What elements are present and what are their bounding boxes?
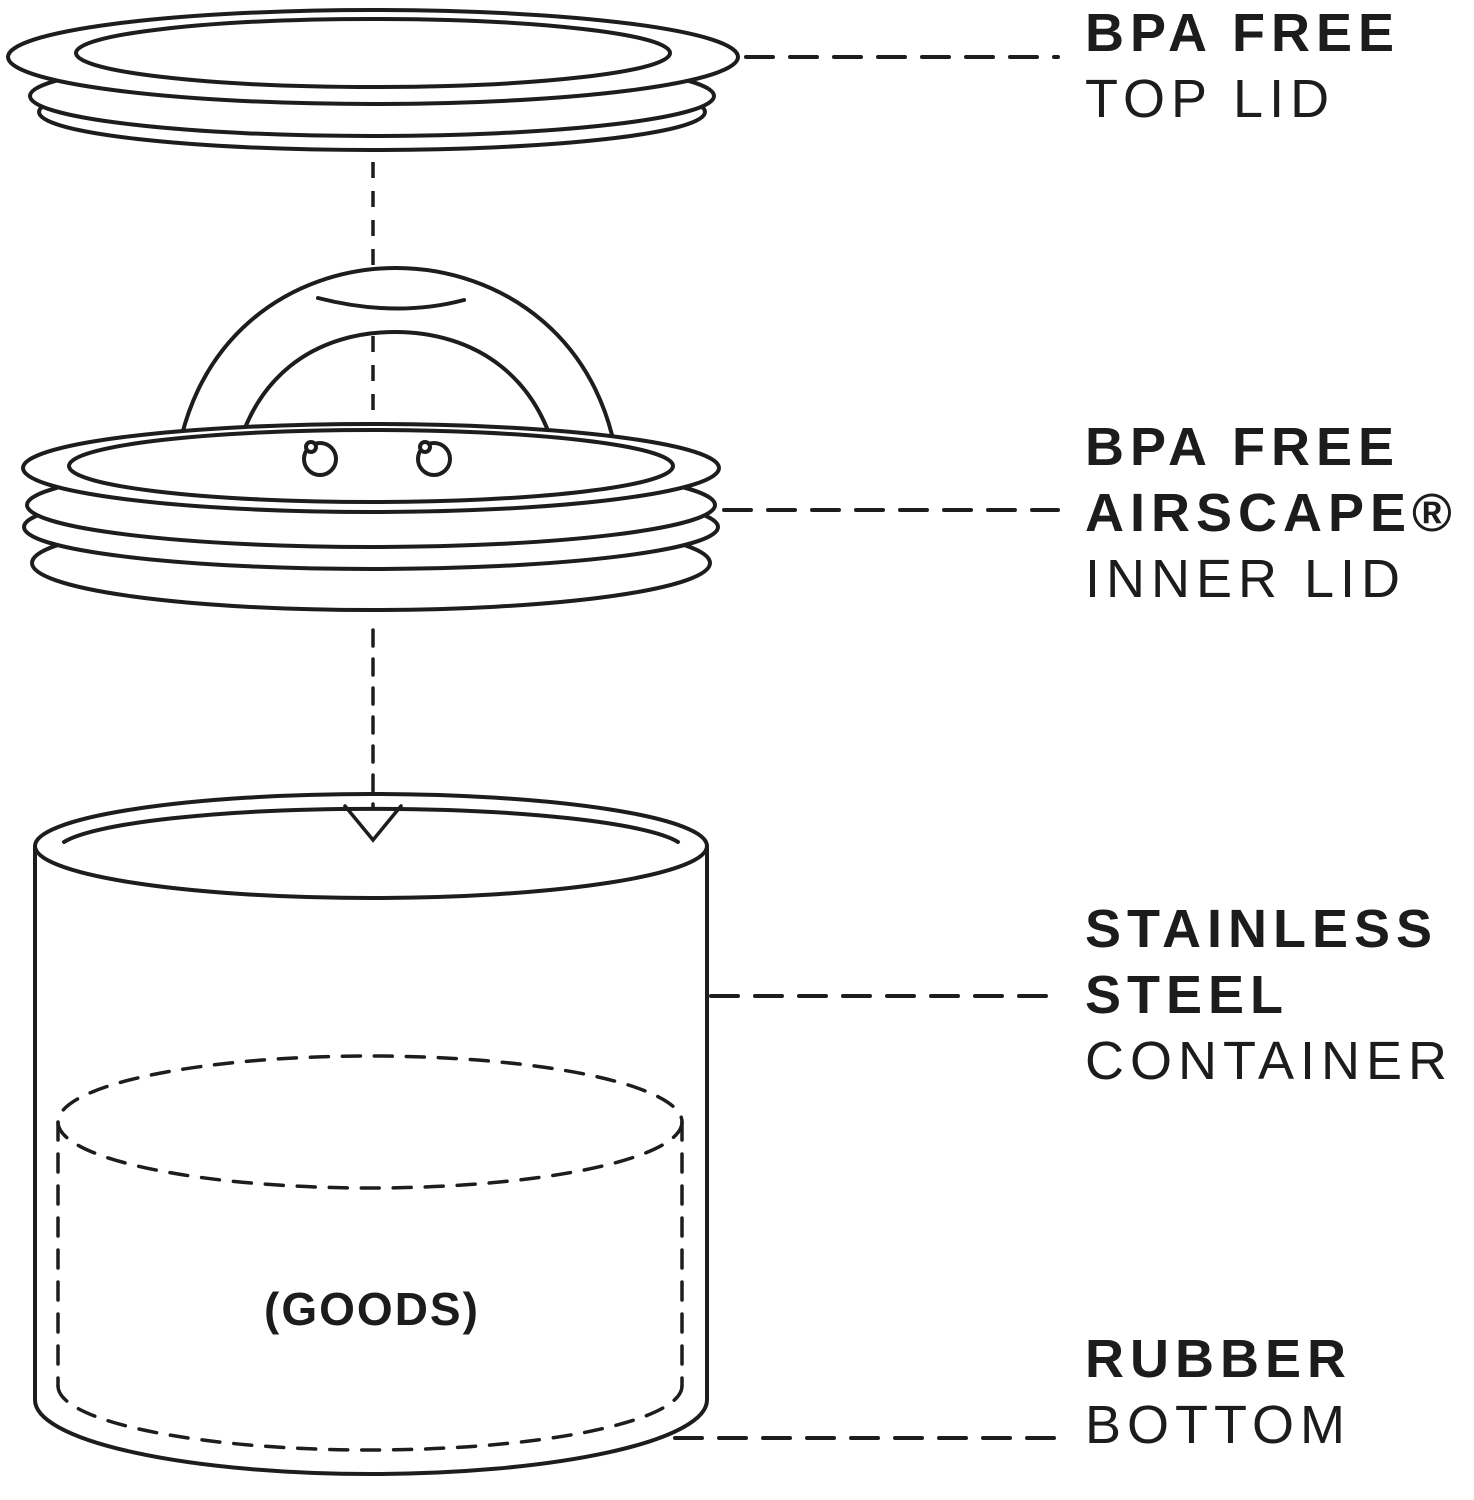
label-inner-lid: BPA FREE AIRSCAPE® INNER LID [1085,414,1458,612]
label-top-lid-line1: BPA FREE [1085,3,1401,63]
label-container-line3: CONTAINER [1085,1031,1454,1091]
label-inner-lid-line2: AIRSCAPE® [1085,483,1458,543]
container-drawing [33,792,709,1476]
label-bottom-line1: RUBBER [1085,1329,1353,1389]
label-inner-lid-line1: BPA FREE [1085,417,1401,477]
goods-dashed-outline [56,1054,684,1452]
label-top-lid-line2: TOP LID [1085,69,1336,129]
label-container-line2: STEEL [1085,965,1290,1025]
inner-lid-drawing [21,265,721,612]
top-lid-drawing [6,8,740,152]
label-container: STAINLESS STEEL CONTAINER [1085,896,1453,1094]
arrow-down-icon [343,804,403,843]
label-container-line1: STAINLESS [1085,899,1439,959]
label-inner-lid-line3: INNER LID [1085,549,1407,609]
assembly-dashed-line-bottom [343,628,403,843]
label-top-lid: BPA FREE TOP LID [1085,0,1400,132]
label-bottom: RUBBER BOTTOM [1085,1326,1352,1458]
goods-text: (GOODS) [264,1283,480,1335]
label-bottom-line2: BOTTOM [1085,1395,1352,1455]
